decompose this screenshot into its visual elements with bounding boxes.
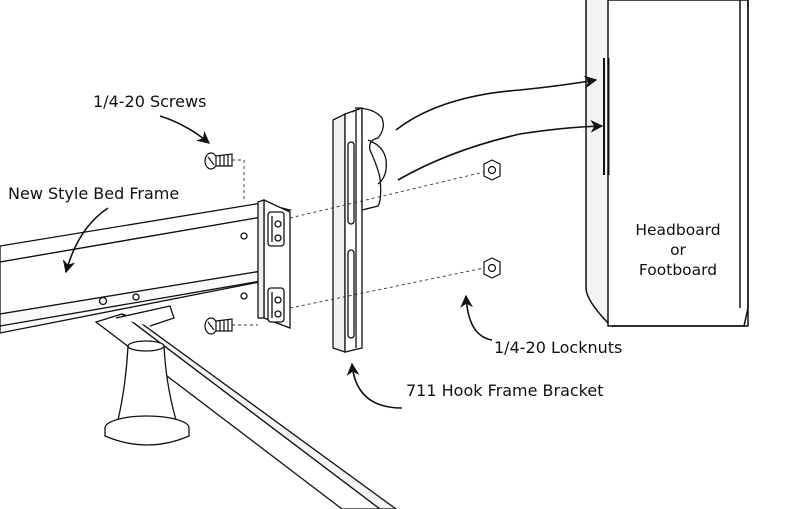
insertion-arrows — [395, 75, 604, 181]
locknuts-label: 1/4-20 Locknuts — [494, 338, 623, 357]
screws-label: 1/4-20 Screws — [93, 92, 207, 111]
frame-end-plate — [257, 198, 291, 329]
headboard-post — [585, 0, 749, 328]
bracket-label: 711 Hook Frame Bracket — [406, 381, 604, 400]
alignment-lines — [232, 159, 485, 326]
label-pointer-arrows — [62, 115, 493, 409]
headboard-label-line2: or — [670, 241, 686, 259]
locknut-upper — [483, 159, 501, 181]
bed-frame-label: New Style Bed Frame — [8, 184, 180, 203]
headboard-label-line3: Footboard — [638, 261, 718, 279]
screw-lower — [204, 317, 233, 335]
headboard-label: Headboard or Footboard — [608, 220, 748, 280]
headboard-label-line1: Headboard — [635, 221, 721, 239]
cross-rail — [94, 305, 398, 509]
bed-leg — [104, 340, 190, 446]
screw-upper — [204, 152, 233, 170]
hook-frame-bracket — [332, 107, 387, 353]
locknut-lower — [483, 257, 501, 279]
